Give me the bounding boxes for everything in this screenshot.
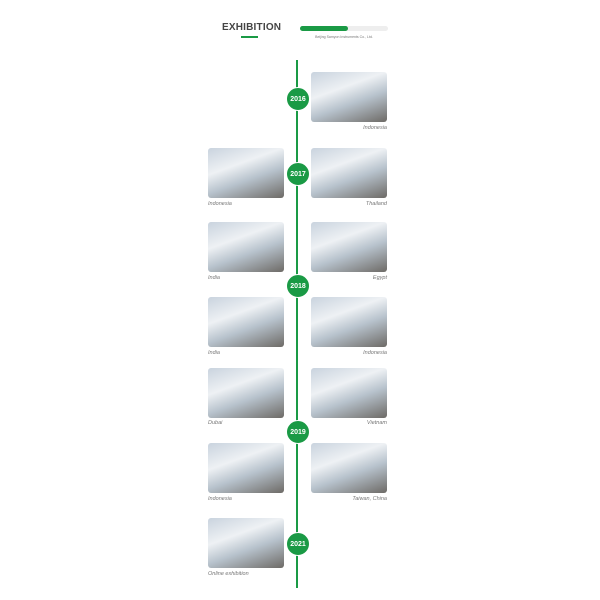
progress-bar — [300, 26, 388, 31]
photo-caption: Indonesia — [363, 125, 387, 131]
exhibition-photo[interactable] — [208, 297, 284, 347]
photo-caption: Thailand — [365, 201, 387, 207]
exhibition-photo[interactable] — [311, 148, 387, 198]
photo-caption: Indonesia — [208, 496, 232, 502]
year-marker-2019: 2019 — [286, 420, 310, 444]
exhibition-photo[interactable] — [311, 297, 387, 347]
exhibition-photo[interactable] — [208, 368, 284, 418]
title-underline — [241, 36, 258, 38]
exhibition-photo[interactable] — [208, 518, 284, 568]
photo-caption: Egypt — [372, 275, 387, 281]
photo-caption: Taiwan, China — [352, 496, 387, 502]
photo-caption: Indonesia — [363, 350, 387, 356]
photo-caption: Dubai — [208, 420, 223, 426]
exhibition-photo[interactable] — [311, 72, 387, 122]
exhibition-photo[interactable] — [311, 222, 387, 272]
year-marker-2018: 2018 — [286, 274, 310, 298]
company-name: Beijing Samyon Instruments Co., Ltd. — [315, 35, 373, 39]
exhibition-photo[interactable] — [311, 368, 387, 418]
timeline-line — [296, 60, 298, 588]
year-marker-2017: 2017 — [286, 162, 310, 186]
page-title: EXHIBITION — [222, 22, 282, 33]
year-marker-2016: 2016 — [286, 87, 310, 111]
progress-fill — [300, 26, 349, 31]
exhibition-photo[interactable] — [208, 222, 284, 272]
exhibition-photo[interactable] — [208, 443, 284, 493]
photo-caption: Vietnam — [366, 420, 387, 426]
photo-caption: Indonesia — [208, 201, 232, 207]
exhibition-photo[interactable] — [208, 148, 284, 198]
year-marker-2021: 2021 — [286, 532, 310, 556]
photo-caption: India — [208, 275, 220, 281]
photo-caption: India — [208, 350, 220, 356]
exhibition-photo[interactable] — [311, 443, 387, 493]
photo-caption: Online exhibition — [208, 571, 249, 577]
